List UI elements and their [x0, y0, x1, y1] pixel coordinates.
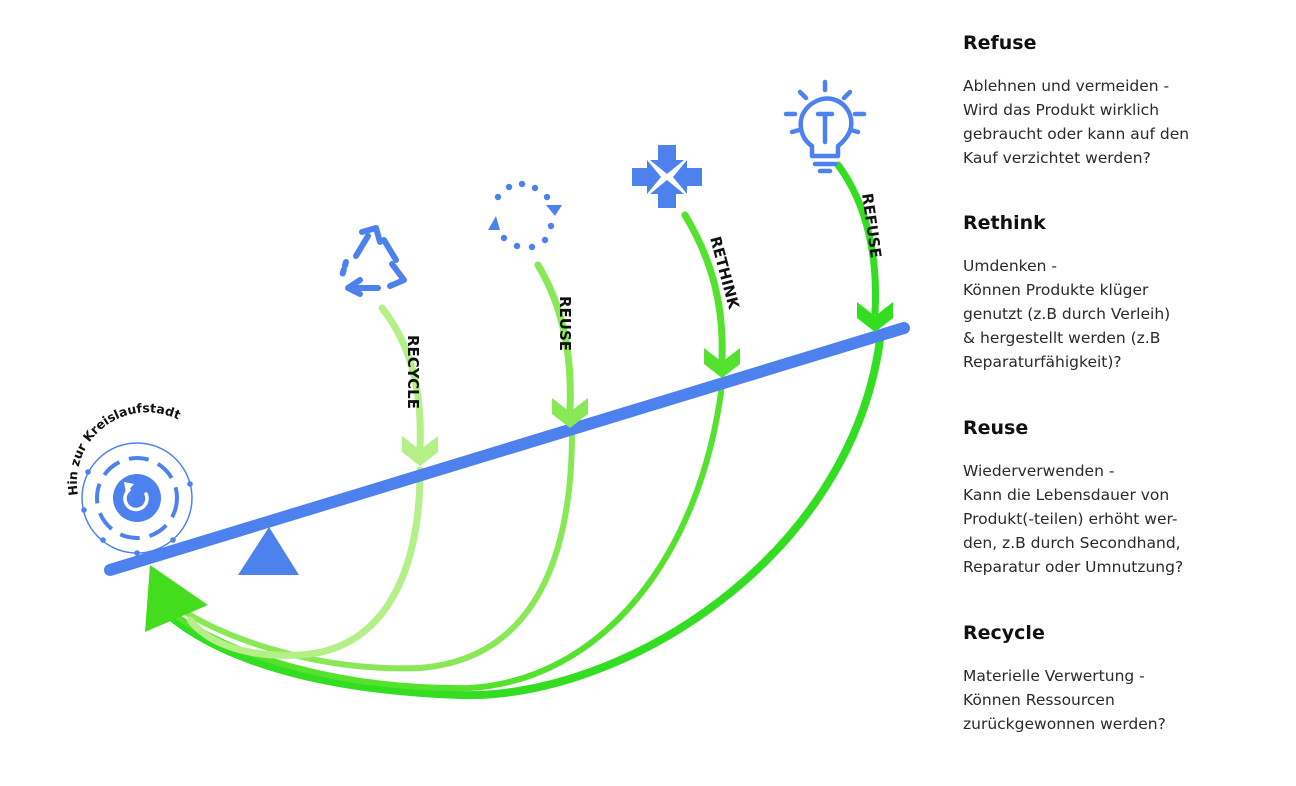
circular-economy-seesaw-diagram: RECYCLE REUSE RETHINK REFUSE [65, 79, 910, 700]
section-text-reuse: Wiederverwenden - Kann die Lebensdauer v… [963, 462, 1184, 576]
kreislaufstadt-emblem: Hin zur Kreislaufstadt [65, 400, 193, 556]
chevron-reuse [552, 398, 588, 428]
seesaw-beam [104, 322, 910, 576]
section-refuse: Refuse Ablehnen und vermeiden - Wird das… [963, 30, 1283, 170]
label-reuse: REUSE [556, 296, 574, 351]
chevron-rethink [704, 348, 740, 378]
chevron-recycle [402, 436, 438, 466]
section-text-refuse: Ablehnen und vermeiden - Wird das Produk… [963, 77, 1190, 167]
circular-arrow-icon [123, 488, 149, 512]
section-recycle: Recycle Materielle Verwertung - Können R… [963, 620, 1283, 736]
incoming-arrows [378, 161, 879, 452]
section-rethink: Rethink Umdenken - Können Produkte klüge… [963, 210, 1283, 374]
arrow-recycle [378, 304, 424, 452]
section-text-rethink: Umdenken - Können Produkte klüger genutz… [963, 257, 1171, 371]
return-arc-reuse [182, 429, 575, 672]
label-refuse: REFUSE [858, 192, 885, 259]
section-reuse: Reuse Wiederverwenden - Kann die Lebensd… [963, 415, 1283, 579]
section-title-refuse: Refuse [963, 32, 1037, 54]
converging-arrows-icon [632, 145, 702, 208]
chevrons [402, 302, 893, 466]
arrow-reuse [534, 261, 574, 414]
recycle-icon [339, 225, 407, 297]
reuse-cycle-icon [488, 180, 562, 251]
return-arcs [161, 336, 884, 700]
return-arc-recycle [186, 466, 424, 659]
section-title-recycle: Recycle [963, 622, 1045, 644]
chevron-refuse [857, 302, 893, 332]
lightbulb-icon [783, 79, 867, 174]
section-title-rethink: Rethink [963, 212, 1046, 234]
return-arc-refuse [161, 336, 884, 700]
arrow-rethink [681, 211, 726, 364]
section-title-reuse: Reuse [963, 417, 1029, 439]
label-recycle: RECYCLE [404, 335, 422, 409]
return-arrowhead [145, 565, 208, 632]
seesaw-fulcrum [238, 527, 299, 575]
section-text-recycle: Materielle Verwertung - Können Ressource… [963, 667, 1166, 733]
arrow-refuse [834, 161, 879, 316]
